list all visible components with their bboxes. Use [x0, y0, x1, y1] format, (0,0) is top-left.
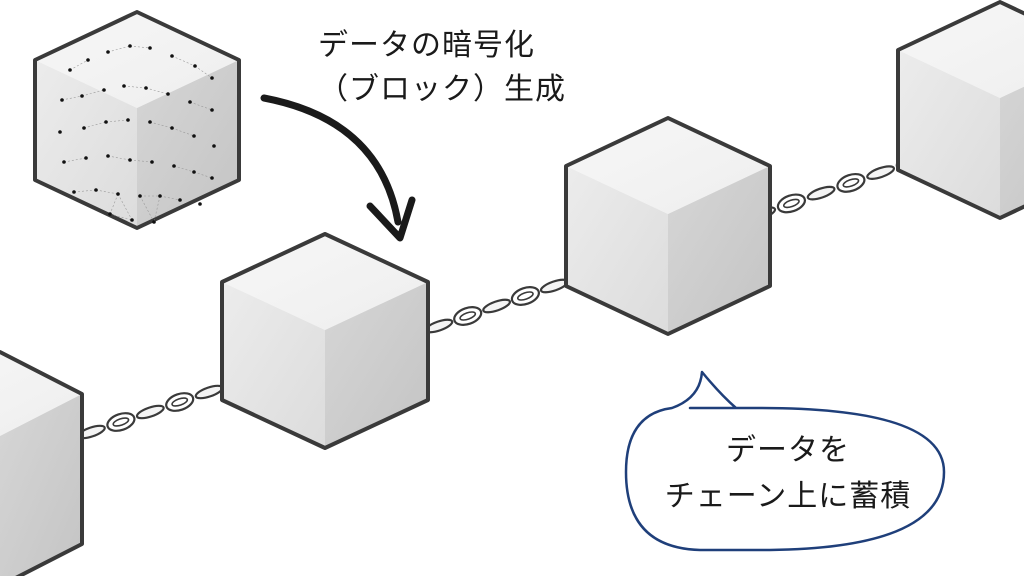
network-node: [150, 160, 154, 164]
network-node: [86, 58, 90, 62]
network-node: [82, 126, 86, 130]
network-node: [192, 170, 196, 174]
network-edge: [69, 59, 89, 71]
network-node: [144, 86, 148, 90]
block-2-left-face: [222, 282, 325, 448]
chain-link: [510, 286, 540, 306]
network-edge: [153, 195, 161, 223]
encryption-caption-line2: （ブロック）生成: [318, 72, 566, 107]
network-node: [72, 190, 76, 194]
network-node: [58, 130, 62, 134]
block-3: [564, 116, 772, 336]
block-encrypted-outline: [33, 10, 241, 230]
bubble-caption-line1: データを: [726, 433, 850, 468]
chain-link: [194, 384, 224, 400]
block-right-edge-top-face: [898, 2, 1024, 98]
network-node: [170, 54, 174, 58]
network-node: [212, 144, 216, 148]
bubble-caption-line2: チェーン上に蓄積: [664, 479, 912, 514]
block-right-edge-right-face: [1000, 86, 1024, 218]
bubble-caption: データを チェーン上に蓄積: [632, 428, 944, 520]
network-node: [130, 218, 134, 222]
chain-link: [866, 165, 896, 180]
network-edge: [61, 95, 83, 101]
encryption-caption-line1: データの暗号化: [318, 28, 535, 63]
network-node: [60, 98, 64, 102]
network-node: [148, 46, 152, 50]
network-node: [148, 120, 152, 124]
network-node: [94, 188, 98, 192]
network-node: [126, 118, 130, 122]
encryption-caption: データの暗号化 （ブロック）生成: [318, 24, 566, 112]
arrow-head-icon: [366, 196, 416, 242]
network-node: [210, 176, 214, 180]
block-encrypted: [33, 10, 241, 230]
network-edge: [139, 195, 155, 223]
speech-bubble: [624, 370, 946, 552]
block-2-right-face: [325, 282, 428, 448]
network-node: [106, 50, 110, 54]
block-3-outline: [564, 116, 772, 336]
block-right-edge-outline: [896, 0, 1024, 220]
network-node: [172, 164, 176, 168]
chain-link: [453, 306, 483, 326]
network-node: [102, 88, 106, 92]
encrypted-network-pattern: [58, 44, 216, 224]
block-right-edge-left-face: [898, 50, 1000, 218]
block-left-edge: [0, 350, 84, 576]
network-node: [122, 84, 126, 88]
network-node: [116, 192, 120, 196]
network-node: [192, 134, 196, 138]
block-right-edge: [896, 0, 1024, 220]
block-3-left-face: [566, 166, 668, 334]
network-edge: [194, 65, 213, 79]
network-node: [166, 92, 170, 96]
block-left-edge-top-face: [0, 352, 82, 436]
network-node: [68, 68, 72, 72]
network-node: [108, 212, 112, 216]
block-3-right-face: [668, 166, 770, 334]
network-node: [178, 198, 182, 202]
block-2: [220, 232, 430, 450]
network-node: [170, 126, 174, 130]
network-node: [106, 154, 110, 158]
network-node: [188, 100, 192, 104]
network-node: [210, 76, 214, 80]
network-node: [152, 220, 156, 224]
block-encrypted-right-face: [137, 60, 239, 228]
network-edge: [129, 45, 151, 49]
network-edge: [173, 165, 195, 173]
chain-link: [776, 193, 806, 214]
chain-link: [836, 172, 866, 193]
chain-link: [165, 392, 195, 412]
block-left-edge-right-face: [0, 394, 82, 576]
network-node: [62, 160, 66, 164]
chain-link: [482, 298, 512, 314]
network-node: [158, 194, 162, 198]
network-node: [84, 156, 88, 160]
network-node: [193, 64, 197, 68]
block-2-outline: [220, 232, 430, 450]
chain-link: [135, 404, 165, 420]
network-node: [128, 158, 132, 162]
network-node: [104, 120, 108, 124]
network-edge: [109, 193, 119, 215]
network-edge: [159, 195, 181, 201]
block-left-edge-outline: [0, 350, 84, 576]
network-node: [198, 202, 202, 206]
network-node: [80, 94, 84, 98]
network-edge: [171, 55, 196, 67]
network-edge: [193, 171, 213, 179]
chain-link: [806, 185, 836, 201]
network-edge: [117, 193, 133, 221]
network-node: [210, 108, 214, 112]
chain-link: [106, 412, 136, 432]
generation-arrow: [260, 94, 402, 226]
block-encrypted-left-face: [35, 60, 137, 228]
network-node: [138, 194, 142, 198]
network-node: [128, 44, 132, 48]
